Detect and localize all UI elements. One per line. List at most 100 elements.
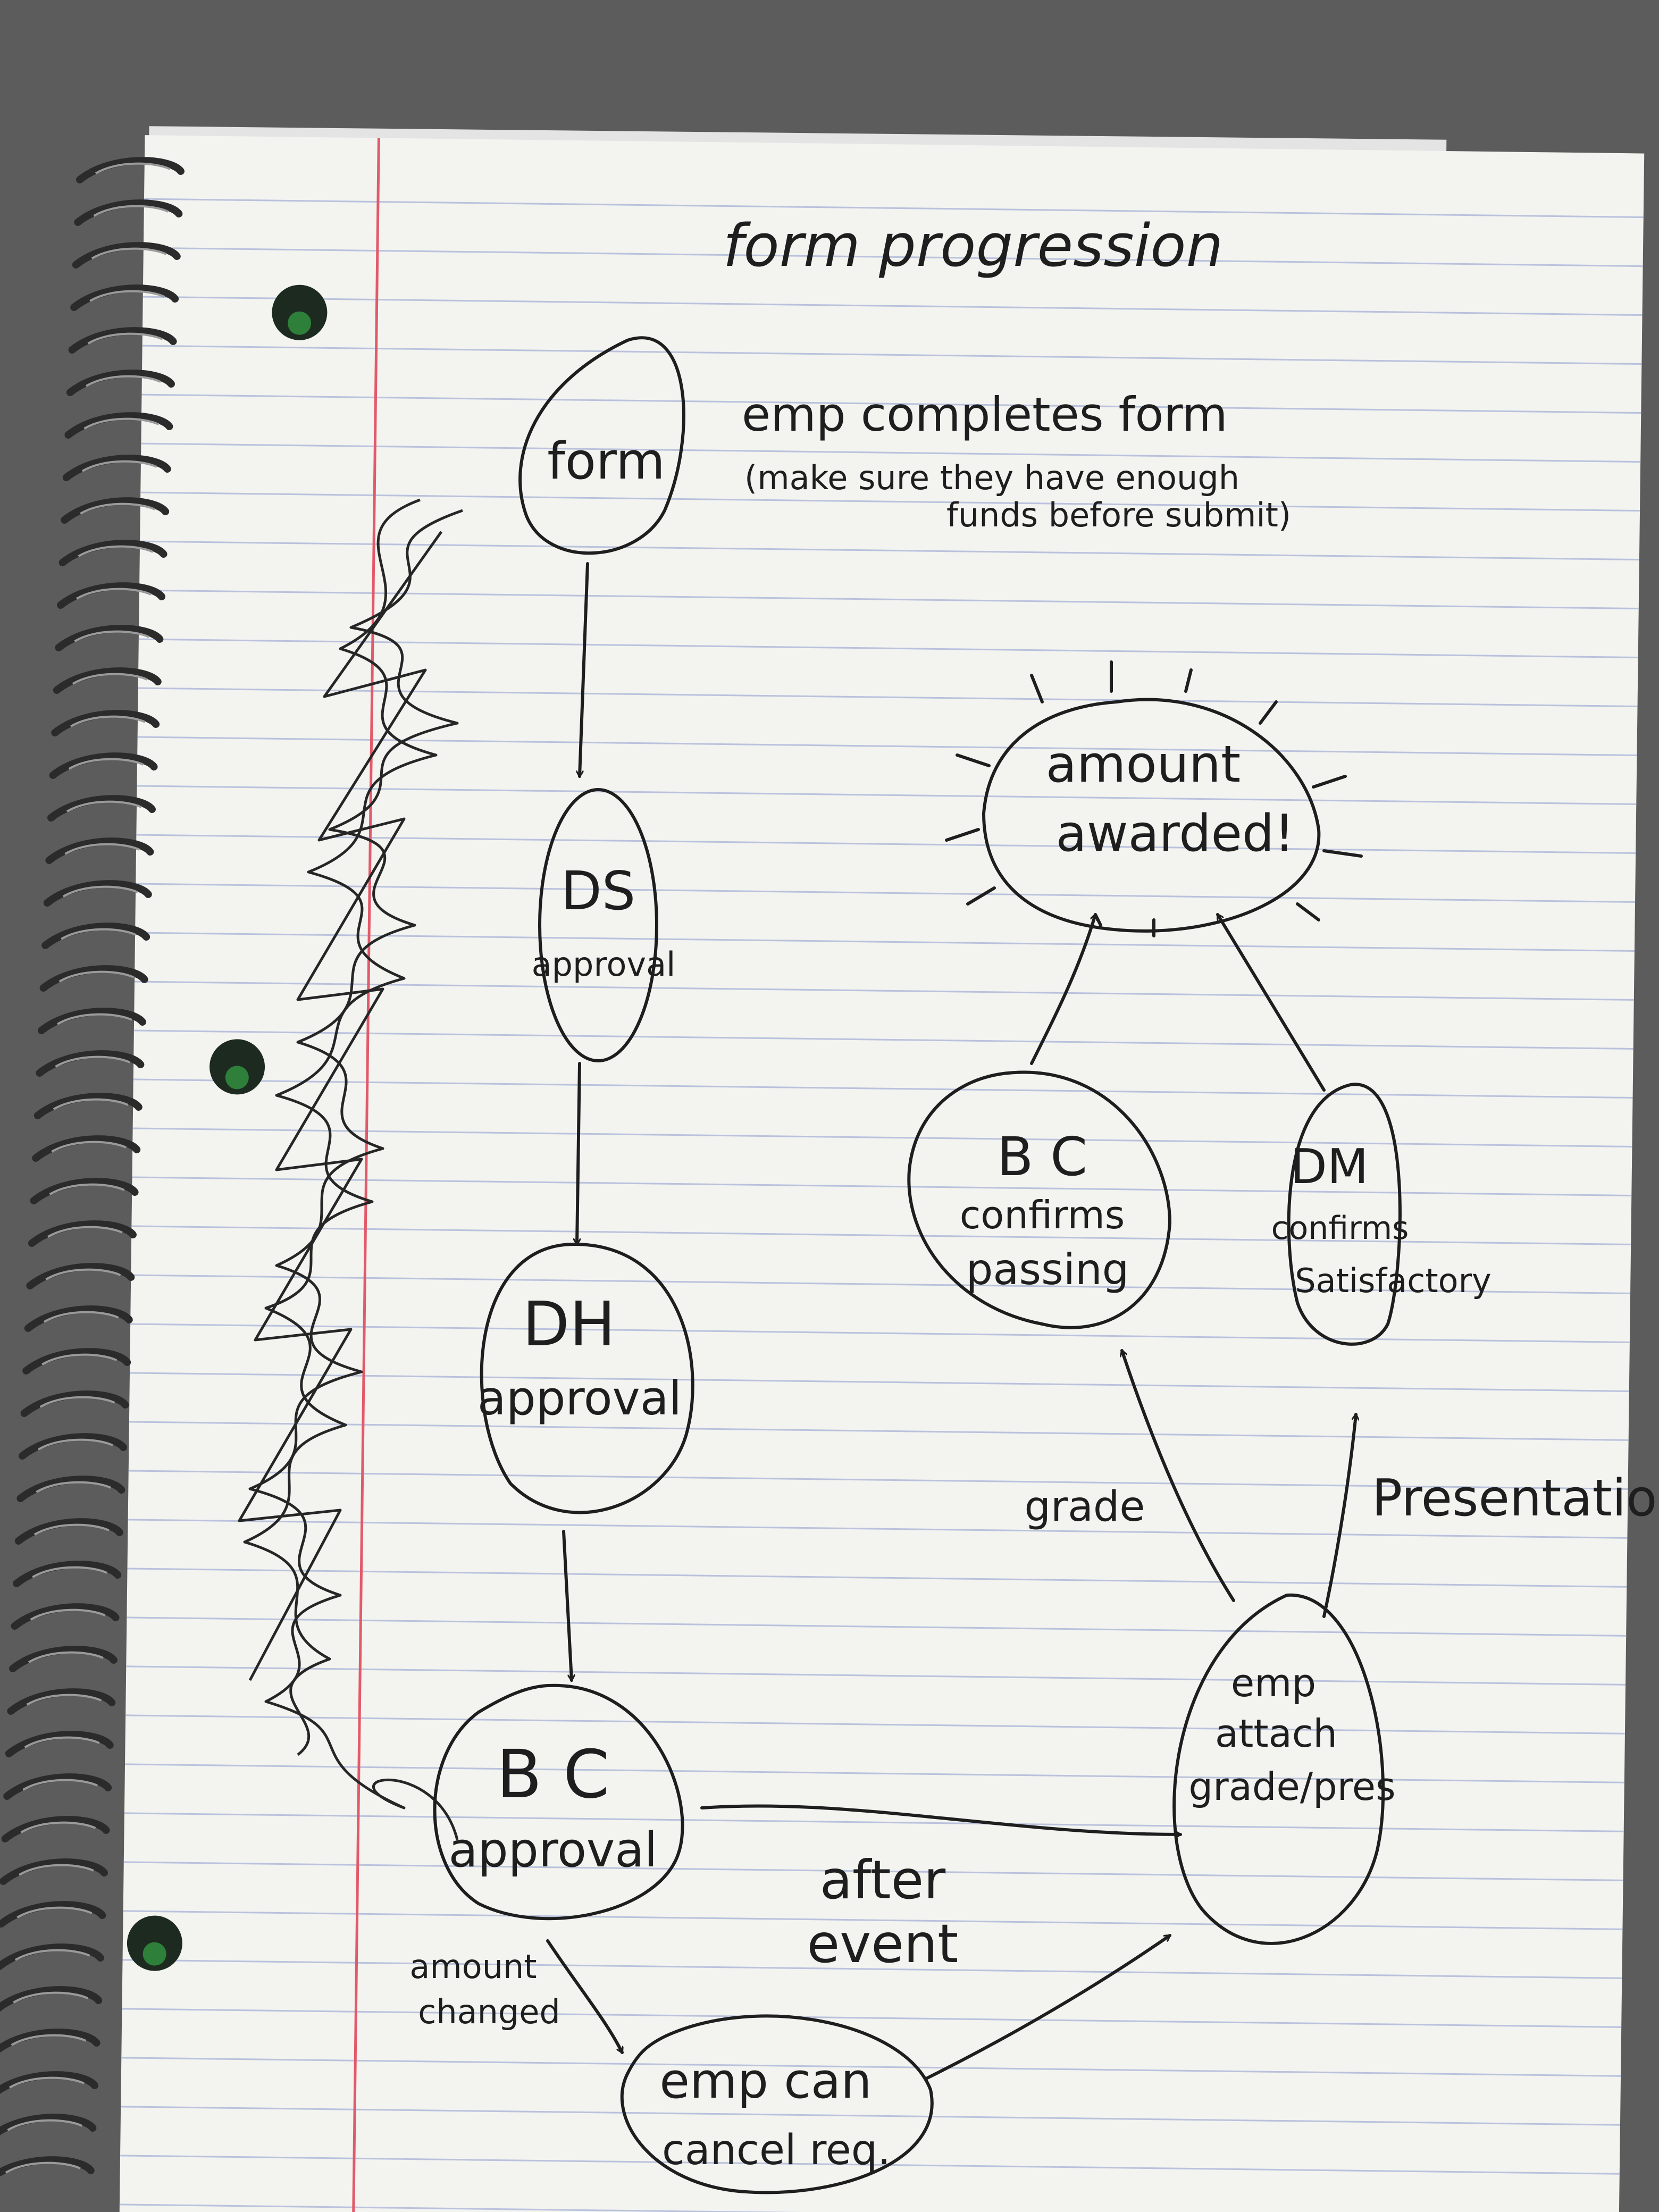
node-emp-attach-line-3: grade/pres: [1188, 1764, 1395, 1809]
arrow-attach-to-dm-confirms: [1322, 1414, 1356, 1618]
spiral-ring-highlight: [80, 502, 156, 515]
spiral-ring: [36, 1050, 145, 1077]
spiral-ring-highlight: [5, 2161, 81, 2174]
spiral-ring: [0, 2156, 95, 2177]
spiral-ring-highlight: [36, 1481, 112, 1493]
form-note-line-1: emp completes form: [742, 387, 1228, 442]
ruled-line: [129, 1372, 1629, 1392]
spiral-ring: [55, 625, 164, 651]
spiral-ring-highlight: [41, 1353, 118, 1365]
spiral-ring-highlight: [87, 332, 163, 345]
spiral-ring: [22, 1348, 131, 1375]
edge-label-grade: grade: [1025, 1483, 1145, 1531]
edge-label-after-event-line-2: event: [807, 1913, 959, 1975]
node-form-label: form: [547, 432, 665, 491]
spiral-ring: [26, 1263, 135, 1289]
spiral-ring-highlight: [37, 1438, 113, 1451]
arrow-bc-to-cancel: [546, 1939, 624, 2052]
arrow-dm-confirms-to-award: [1216, 915, 1326, 1092]
spiral-ring-highlight: [66, 800, 142, 812]
spiral-ring-highlight: [11, 2034, 87, 2046]
hole-highlight: [143, 1942, 166, 1966]
spiral-ring-highlight: [89, 290, 165, 302]
node-dh-approval-line-2: approval: [477, 1371, 682, 1426]
ruled-line: [141, 442, 1641, 463]
ruled-line: [123, 1861, 1623, 1881]
spiral-ring-highlight: [16, 1906, 93, 1918]
arrow-bc-confirms-to-award: [1030, 915, 1095, 1065]
arrow-bc-to-attach: [700, 1804, 1180, 1834]
spiral-ring-highlight: [43, 1311, 119, 1323]
spiral-ring-highlight: [30, 1608, 106, 1621]
spiral-ring-highlight: [83, 417, 160, 430]
node-emp-cancel: emp can cancel req.: [620, 2014, 934, 2194]
node-dm-confirms-line-2: confirms: [1271, 1210, 1409, 1247]
spiral-ring: [0, 2029, 100, 2053]
spiral-ring: [61, 497, 170, 524]
hole-highlight: [288, 311, 312, 335]
ruled-line: [142, 345, 1642, 365]
spiral-ring: [9, 1646, 118, 1672]
ruled-line: [125, 1763, 1624, 1783]
notebook-page: [119, 135, 1645, 2212]
spiral-ring: [68, 327, 177, 354]
spiral-ring-highlight: [45, 1268, 121, 1280]
spiral-ring-highlight: [62, 885, 138, 898]
spiral-ring-highlight: [13, 1991, 89, 2004]
spiral-ring: [74, 199, 183, 226]
spiral-ring: [38, 1008, 146, 1034]
spiral-ring-highlight: [26, 1694, 102, 1706]
spiral-ring: [57, 582, 165, 609]
spiral-ring-highlight: [58, 970, 135, 983]
spiral-ring-highlight: [20, 1821, 96, 1833]
ruled-line: [127, 1616, 1627, 1637]
ruled-line: [121, 2106, 1620, 2126]
spiral-ring: [76, 157, 185, 183]
spiral-ring: [49, 752, 158, 779]
edge-label-after-event-line-1: after: [820, 1849, 946, 1911]
ruled-line: [131, 1274, 1631, 1294]
ruled-line: [144, 198, 1644, 219]
spiral-ring: [16, 1476, 125, 1502]
arrow-dh-to-bc: [562, 1530, 572, 1680]
hole-highlight: [225, 1066, 249, 1090]
spiral-ring-highlight: [22, 1779, 98, 1791]
node-emp-attach: emp attach grade/pres: [1172, 1593, 1396, 1945]
arrow-attach-to-bc-confirms: [1122, 1351, 1235, 1602]
arrow-ds-to-dh: [577, 1062, 581, 1244]
ruled-line: [128, 1519, 1628, 1539]
spiral-ring-highlight: [24, 1736, 100, 1748]
spiral-ring-highlight: [76, 588, 152, 600]
arrow-form-to-ds: [580, 562, 589, 776]
spiral-ring: [0, 2114, 97, 2135]
node-ds-approval-line-2: approval: [532, 945, 676, 984]
paper-sheet: [119, 135, 1645, 2212]
node-amount-awarded: amount awarded!: [945, 660, 1363, 937]
ruled-line: [130, 1323, 1630, 1343]
node-dh-approval-line-1: DH: [522, 1289, 615, 1360]
spiral-binding: [0, 157, 185, 2177]
ruled-line: [131, 1225, 1631, 1245]
form-note-line-3: funds before submit): [946, 496, 1291, 534]
spiral-ring: [64, 412, 173, 439]
spiral-ring: [3, 1773, 112, 1800]
node-bc-confirms-line-3: passing: [966, 1245, 1129, 1294]
spiral-ring-highlight: [61, 928, 137, 940]
node-bc-approval: B C approval: [433, 1683, 684, 1921]
spiral-ring: [5, 1731, 114, 1757]
ruled-line: [137, 736, 1637, 756]
ruled-line: [129, 1421, 1629, 1441]
ruled-line: [132, 1127, 1632, 1147]
node-bc-confirms-line-1: B C: [997, 1126, 1087, 1188]
node-dm-confirms-line-1: DM: [1291, 1139, 1369, 1195]
spiral-ring: [0, 2071, 98, 2094]
ruled-line: [138, 687, 1638, 708]
spiral-ring: [58, 540, 167, 566]
spiral-ring: [33, 1093, 143, 1119]
scribbled-out-text: [238, 498, 463, 1840]
spiral-ring: [62, 455, 171, 481]
edge-label-presentation: Presentation: [1372, 1469, 1659, 1528]
node-emp-attach-line-1: emp: [1231, 1661, 1316, 1705]
spiral-ring: [43, 880, 152, 907]
spiral-ring: [28, 1220, 137, 1247]
